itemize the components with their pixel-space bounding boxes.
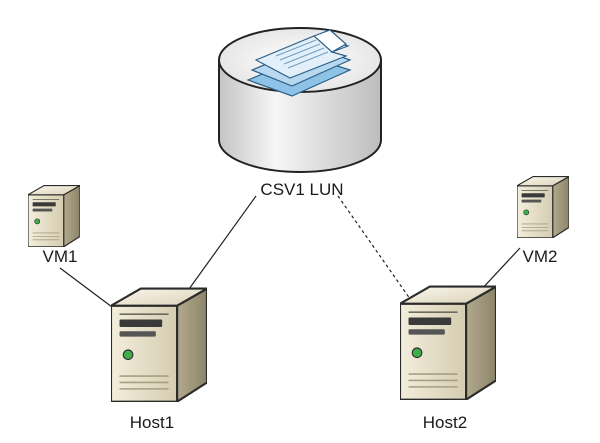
storage-disk-icon [218, 27, 382, 173]
vm2-label: VM2 [523, 247, 558, 266]
host2-server-icon [400, 285, 496, 400]
vm1-label: VM1 [43, 247, 78, 266]
host1-server-icon [111, 287, 207, 402]
link-host1-csv [183, 195, 257, 297]
document-stack-icon [246, 29, 352, 97]
host1-label: Host1 [130, 413, 174, 432]
host2-label: Host2 [423, 413, 467, 432]
vm1-server-icon [28, 184, 80, 247]
storage-label: CSV1 LUN [260, 180, 343, 199]
vm2-server-icon [517, 175, 569, 238]
link-host2-csv [337, 195, 423, 317]
